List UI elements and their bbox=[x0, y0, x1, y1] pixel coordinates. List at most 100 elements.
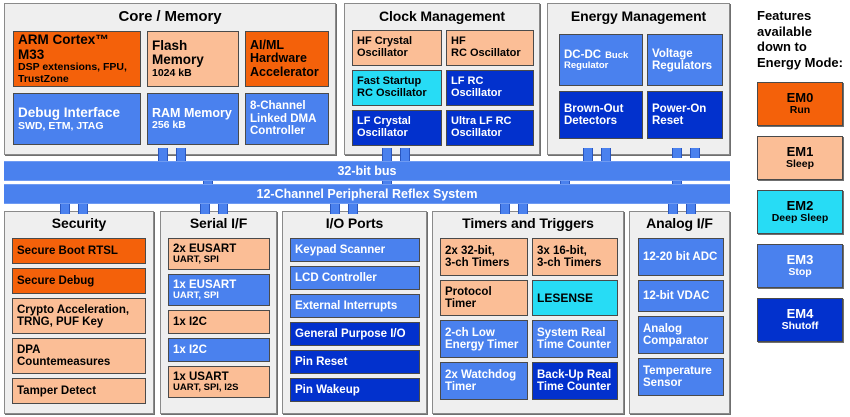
block-general-purpose-io[interactable]: General Purpose I/O bbox=[290, 322, 420, 346]
block-crypto-acceleration[interactable]: Crypto Acceleration,TRNG, PUF Key bbox=[12, 298, 146, 334]
block-primary-lcd-controller: LCD Controller bbox=[295, 271, 377, 284]
block-tamper-detect[interactable]: Tamper Detect bbox=[12, 378, 146, 404]
block-1x-i2c-em1[interactable]: 1x I2C bbox=[168, 310, 270, 334]
block-3x-16bit-timers[interactable]: 3x 16-bit,3-ch Timers bbox=[532, 238, 618, 276]
section-title-energy-management: Energy Management bbox=[570, 8, 707, 24]
bus-connector-top-6 bbox=[672, 148, 682, 158]
block-secondary-dcdc-buck-regulator: Buck bbox=[605, 49, 629, 61]
block-pin-reset[interactable]: Pin Reset bbox=[290, 350, 420, 374]
block-lesense[interactable]: LESENSE bbox=[532, 280, 618, 316]
block-secondary-ram-memory: 256 kB bbox=[152, 119, 186, 132]
section-title-core-memory: Core / Memory bbox=[118, 8, 222, 25]
legend-mode-name-em3: EM3 bbox=[786, 252, 814, 268]
bus-connector-bottom-6 bbox=[500, 200, 510, 214]
block-primary-adc: 12-20 bit ADC bbox=[643, 250, 718, 263]
section-title-security: Security bbox=[51, 215, 107, 231]
legend-mode-state-em2: Deep Sleep bbox=[771, 212, 829, 225]
block-primary-secure-boot-rtsl: Secure Boot RTSL bbox=[17, 244, 118, 257]
block-1x-i2c-em3[interactable]: 1x I2C bbox=[168, 338, 270, 362]
block-keypad-scanner[interactable]: Keypad Scanner bbox=[290, 238, 420, 262]
block-secondary-1x-eusart: UART, SPI bbox=[173, 290, 219, 302]
block-lcd-controller[interactable]: LCD Controller bbox=[290, 266, 420, 290]
bus-connector-bottom-5 bbox=[348, 200, 358, 214]
block-primary-external-interrupts: External Interrupts bbox=[295, 299, 398, 312]
bus-connector-top-7 bbox=[690, 148, 700, 158]
block-primary-2x-eusart: 2x EUSART bbox=[173, 242, 237, 255]
block-primary-arm-cortex-m33: ARM Cortex™ M33 bbox=[18, 32, 109, 62]
block-primary-crypto-acceleration: Crypto Acceleration,TRNG, PUF Key bbox=[17, 303, 130, 328]
block-pin-wakeup[interactable]: Pin Wakeup bbox=[290, 378, 420, 402]
block-primary-2x-32bit-timers: 2x 32-bit,3-ch Timers bbox=[445, 244, 510, 269]
block-primary-1x-eusart: 1x EUSART bbox=[173, 278, 237, 291]
block-vdac[interactable]: 12-bit VDAC bbox=[638, 280, 724, 312]
bus-bar-bus-prs: 12-Channel Peripheral Reflex System bbox=[4, 184, 730, 204]
legend-mode-name-em2: EM2 bbox=[786, 198, 814, 214]
legend-heading-line-2: down to bbox=[757, 39, 807, 55]
section-title-io-ports: I/O Ports bbox=[325, 215, 384, 231]
block-secure-boot-rtsl[interactable]: Secure Boot RTSL bbox=[12, 238, 146, 264]
block-primary-ram-memory: RAM Memory bbox=[152, 105, 232, 120]
block-primary-1x-usart: 1x USART bbox=[173, 370, 229, 383]
legend-mode-name-em1: EM1 bbox=[786, 144, 814, 160]
block-secondary-2x-eusart: UART, SPI bbox=[173, 254, 219, 266]
block-primary-debug-interface: Debug Interface bbox=[18, 105, 121, 121]
bus-connector-bottom-8 bbox=[668, 200, 678, 214]
block-external-interrupts[interactable]: External Interrupts bbox=[290, 294, 420, 318]
bus-connector-top-5 bbox=[601, 148, 611, 166]
block-adc[interactable]: 12-20 bit ADC bbox=[638, 238, 724, 276]
block-primary-general-purpose-io: General Purpose I/O bbox=[295, 327, 406, 340]
block-secure-debug[interactable]: Secure Debug bbox=[12, 268, 146, 294]
bus-connector-top-4 bbox=[583, 148, 593, 166]
block-primary-1x-i2c-em1: 1x I2C bbox=[173, 315, 207, 328]
block-2x-32bit-timers[interactable]: 2x 32-bit,3-ch Timers bbox=[440, 238, 528, 276]
bus-bar-bus-32bit: 32-bit bus bbox=[4, 161, 730, 181]
